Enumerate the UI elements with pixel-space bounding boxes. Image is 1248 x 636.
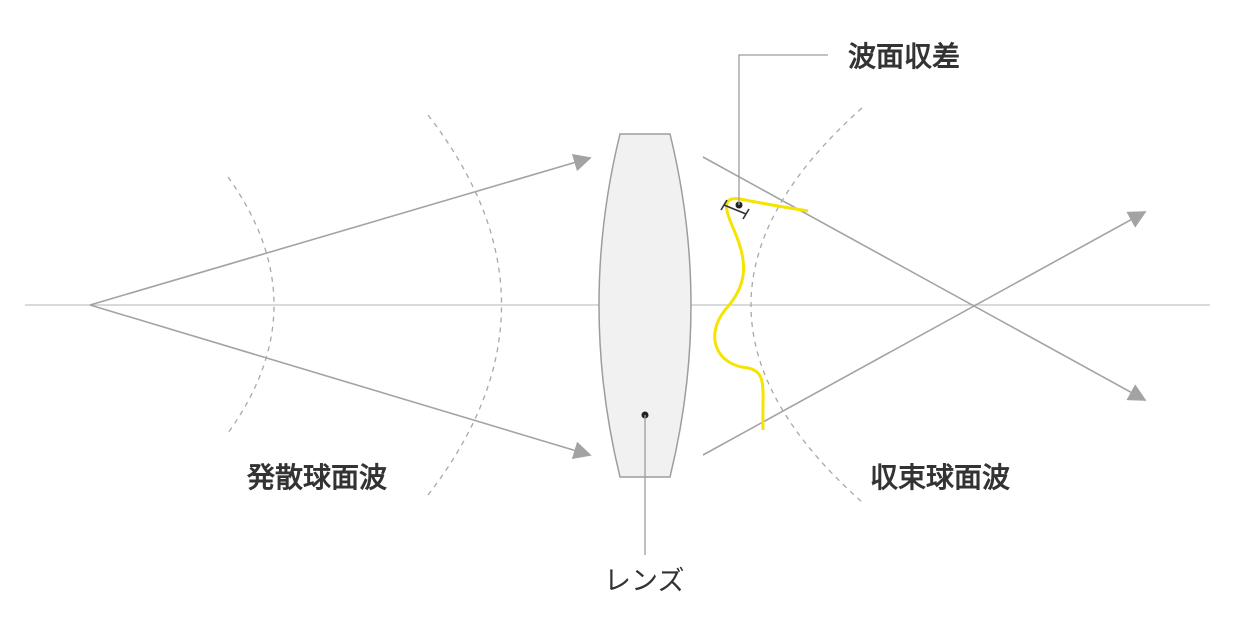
lens-label: レンズ: [604, 566, 684, 597]
diverging-ray-upper: [89, 153, 592, 306]
diverging-wavefront-outer: [427, 114, 503, 496]
diverging-ray-lower: [89, 304, 592, 459]
aberration-leader-line: [738, 54, 828, 205]
aberration-bracket-end-a: [720, 199, 728, 211]
aberration-label: 波面収差: [848, 40, 960, 73]
converging-ray-upper: [702, 156, 1147, 401]
aberrated-wavefront: [713, 197, 809, 431]
aberration-bracket-end-b: [742, 208, 750, 220]
diverging-wave-label: 発散球面波: [246, 461, 388, 494]
converging-ray-lower: [702, 211, 1147, 456]
converging-wave-label: 収束球面波: [870, 461, 1011, 494]
aberration-bracket: [723, 204, 747, 215]
lens-shape: [598, 133, 692, 478]
converging-wavefront: [750, 107, 863, 503]
